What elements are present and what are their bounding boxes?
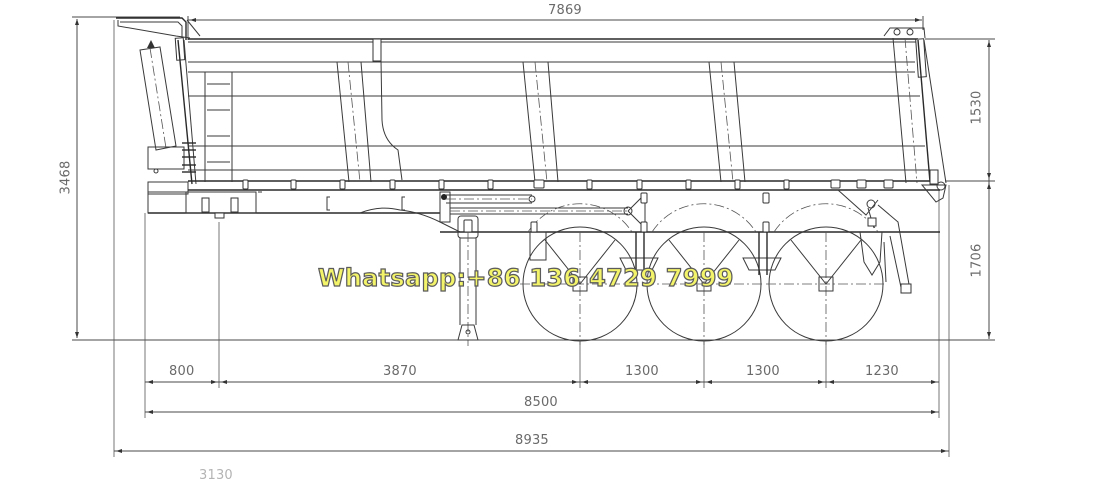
whatsapp-watermark: Whatsapp:+86 136 4729 7999 bbox=[317, 263, 734, 292]
label-box-height: 1530 bbox=[969, 90, 985, 125]
dim-overall-length bbox=[114, 449, 949, 453]
label-rear-overhang: 1230 bbox=[865, 364, 899, 379]
dim-chain-axles bbox=[145, 380, 939, 384]
label-axle-spacing-1: 1300 bbox=[625, 364, 659, 379]
rear-suspension bbox=[837, 189, 912, 294]
extension-lines bbox=[113, 20, 950, 457]
stake-pockets bbox=[242, 179, 894, 190]
dim-overall-height bbox=[72, 16, 180, 338]
axle-2 bbox=[619, 203, 764, 345]
label-front-overhang: 800 bbox=[169, 364, 195, 379]
landing-gear bbox=[457, 215, 479, 346]
label-cut-off: 3130 bbox=[199, 468, 233, 483]
label-chassis-length: 8500 bbox=[524, 395, 558, 410]
hydraulic-cylinder bbox=[139, 40, 196, 195]
dump-body bbox=[188, 27, 947, 203]
label-chassis-height: 1706 bbox=[969, 243, 985, 278]
dim-right-heights bbox=[925, 38, 995, 339]
axle-1 bbox=[520, 203, 640, 345]
front-bulkhead bbox=[116, 17, 201, 185]
label-overall-height: 3468 bbox=[58, 160, 74, 195]
label-overall-length: 8935 bbox=[515, 433, 549, 448]
label-axle-spacing-2: 1300 bbox=[746, 364, 780, 379]
chassis-frame bbox=[147, 191, 940, 233]
axle-3 bbox=[742, 203, 886, 345]
label-body-length: 7869 bbox=[548, 3, 582, 18]
label-kingpin-axle1: 3870 bbox=[383, 364, 417, 379]
dim-body-length bbox=[187, 16, 924, 40]
dim-chassis-length bbox=[145, 410, 939, 414]
